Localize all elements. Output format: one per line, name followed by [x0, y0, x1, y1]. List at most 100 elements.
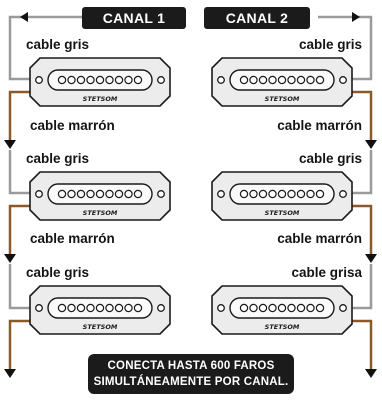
note-line-2: SIMULTÁNEAMENTE POR CANAL.	[93, 376, 289, 388]
led-dot	[249, 75, 258, 85]
arrow-down-l3	[4, 369, 16, 378]
channel-2-badge: CANAL 2	[204, 7, 310, 29]
screw-hole-right	[339, 76, 347, 84]
led-dot	[268, 189, 277, 199]
led-dot	[287, 189, 296, 199]
brand-logo-text: STETSOM	[265, 323, 300, 331]
arrow-down-r1	[365, 140, 377, 149]
arrow-right-top	[352, 12, 360, 22]
led-dot	[277, 303, 287, 313]
gray-cable-mid-right	[347, 150, 373, 195]
led-dot	[315, 75, 325, 85]
gray-cable-top-left	[8, 15, 82, 81]
led-dot	[124, 189, 133, 199]
led-dot	[105, 75, 114, 85]
screw-hole-left	[217, 304, 225, 312]
led-dot	[95, 75, 105, 85]
led-dot	[287, 303, 296, 313]
led-dot	[67, 75, 76, 85]
label-r1-right-bottom: cable marrón	[277, 118, 362, 133]
led-dot	[124, 75, 133, 85]
led-dot	[86, 189, 95, 199]
led-dot	[133, 189, 143, 199]
led-dot	[287, 75, 296, 85]
brand-logo-text: STETSOM	[265, 95, 300, 103]
gray-cable-bot-left	[8, 264, 34, 310]
brand-logo-text: STETSOM	[83, 209, 118, 217]
label-r3-right-top: cable grisa	[291, 265, 362, 280]
light-module-r3-left: STETSOM	[29, 285, 171, 335]
screw-hole-right	[157, 76, 165, 84]
light-modules: STETSOM STETSOM STETSOM STETSOM STETSOM STETS…	[29, 57, 353, 335]
brown-cable-row1-left	[8, 90, 34, 140]
led-dot	[76, 75, 86, 85]
light-module-r1-left: STETSOM	[29, 57, 171, 107]
led-dot	[114, 75, 124, 85]
arrow-down-l1	[4, 140, 16, 149]
capacity-note: CONECTA HASTA 600 FAROS SIMULTÁNEAMENTE …	[88, 354, 294, 394]
led-dot	[57, 75, 67, 85]
led-dot	[114, 189, 124, 199]
gray-cables	[8, 15, 373, 310]
label-r2-left-top: cable gris	[26, 151, 90, 166]
led-dot	[86, 303, 95, 313]
brand-logo-text: STETSOM	[83, 95, 118, 103]
led-dot	[258, 75, 268, 85]
light-module-r2-left: STETSOM	[29, 171, 171, 221]
screw-hole-left	[35, 304, 43, 312]
arrow-down-r3	[365, 369, 377, 378]
led-dot	[239, 75, 249, 85]
led-dot	[296, 75, 306, 85]
brown-cables	[8, 90, 373, 372]
led-dot	[277, 75, 287, 85]
label-r1-left-top: cable gris	[26, 37, 90, 52]
led-dot	[133, 303, 143, 313]
light-module-r1-right: STETSOM	[211, 57, 353, 107]
led-dot	[239, 189, 249, 199]
light-module-r2-right: STETSOM	[211, 171, 353, 221]
screw-hole-right	[339, 304, 347, 312]
led-dot	[67, 189, 76, 199]
led-dot	[95, 303, 105, 313]
led-dot	[268, 303, 277, 313]
led-dot	[258, 189, 268, 199]
led-dot	[249, 189, 258, 199]
screw-hole-left	[217, 76, 225, 84]
gray-cable-mid-left	[8, 150, 34, 195]
brown-cable-row3-right	[347, 319, 373, 372]
gray-cable-bot-right	[347, 264, 373, 310]
arrows	[4, 12, 377, 378]
gray-cable-top-right	[318, 15, 373, 81]
led-dot	[296, 189, 306, 199]
label-r2-right-top: cable gris	[298, 151, 362, 166]
label-r1-left-bottom: cable marrón	[30, 118, 115, 133]
led-dot	[258, 303, 268, 313]
screw-hole-right	[339, 190, 347, 198]
brand-logo-text: STETSOM	[83, 323, 118, 331]
led-dot	[76, 189, 86, 199]
led-dot	[95, 189, 105, 199]
screw-hole-left	[35, 76, 43, 84]
light-module-r3-right: STETSOM	[211, 285, 353, 335]
led-dot	[124, 303, 133, 313]
led-dot	[133, 75, 143, 85]
led-dot	[57, 189, 67, 199]
screw-hole-left	[35, 190, 43, 198]
led-dot	[114, 303, 124, 313]
screw-hole-left	[217, 190, 225, 198]
led-dot	[249, 303, 258, 313]
led-dot	[268, 75, 277, 85]
brand-logo-text: STETSOM	[265, 209, 300, 217]
brown-cable-row2-right	[347, 204, 373, 254]
arrow-down-l2	[4, 254, 16, 263]
screw-hole-right	[157, 304, 165, 312]
channel-1-badge: CANAL 1	[82, 7, 186, 29]
brown-cable-row1-right	[347, 90, 373, 140]
led-dot	[76, 303, 86, 313]
led-dot	[315, 189, 325, 199]
arrow-down-r2	[365, 254, 377, 263]
led-dot	[306, 189, 315, 199]
led-dot	[105, 303, 114, 313]
